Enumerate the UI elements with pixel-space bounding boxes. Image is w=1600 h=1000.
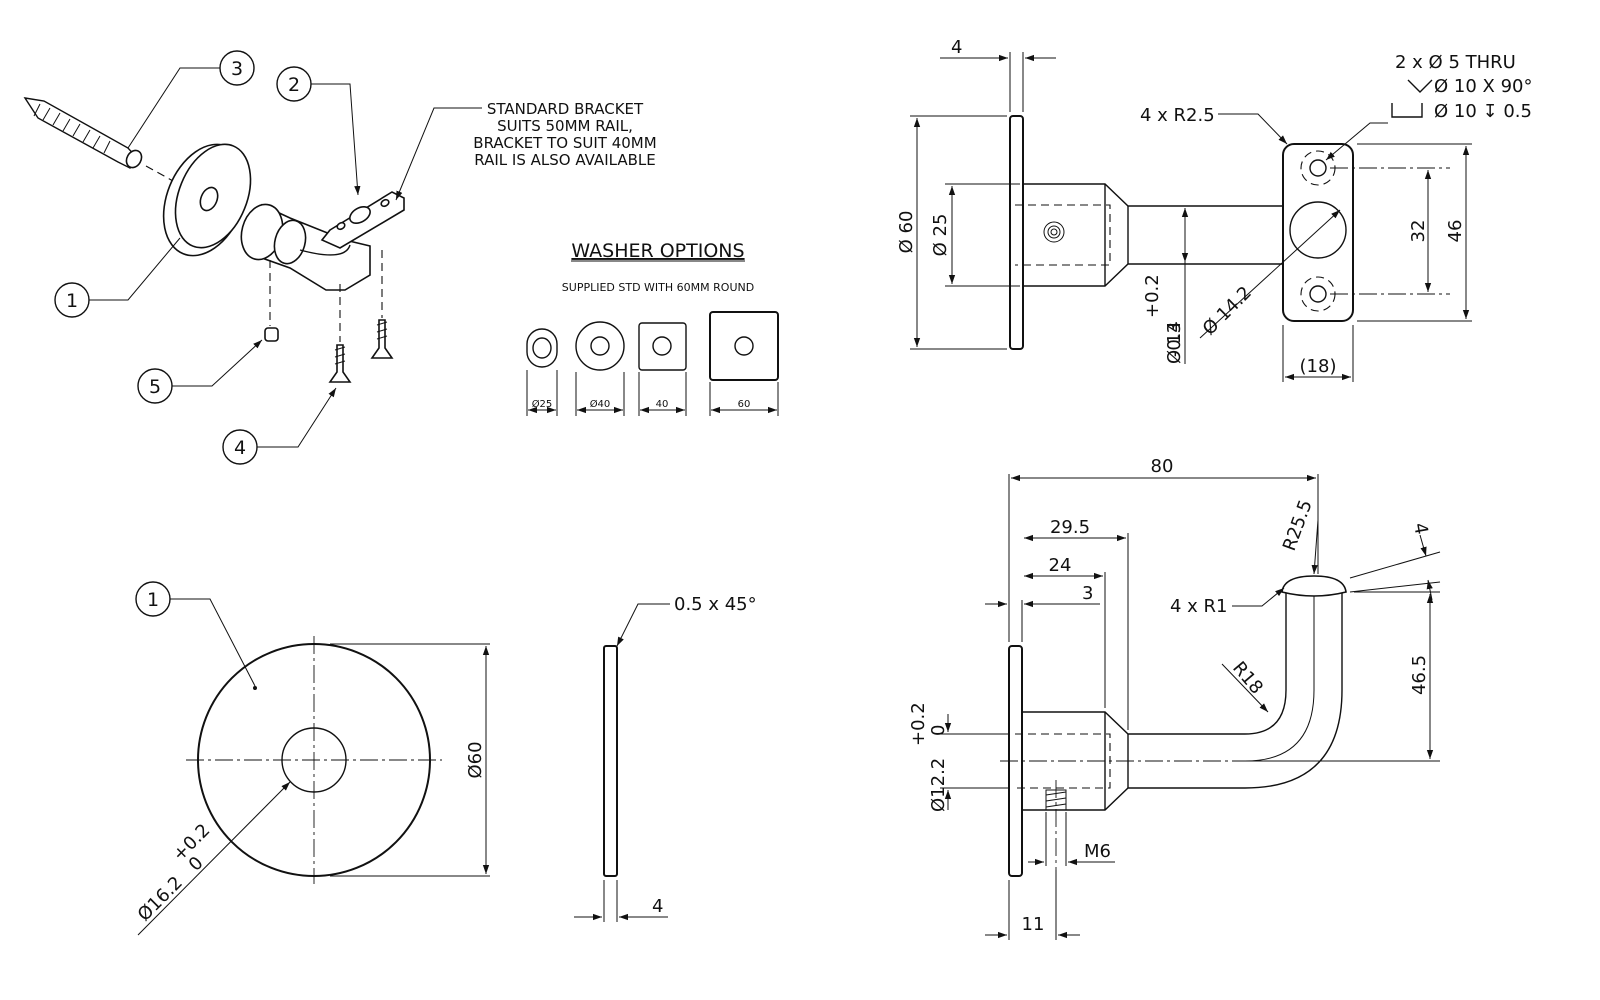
- round-washer: [162, 143, 252, 257]
- svg-text:Ø 14: Ø 14: [1164, 321, 1185, 364]
- svg-text:Ø 10 X 90°: Ø 10 X 90°: [1434, 76, 1532, 97]
- top-view: 4 Ø 60 Ø 25 Ø 14 +0.2 -0.3 Ø 14.2 4 x R2…: [896, 37, 1532, 382]
- svg-text:Ø 14.2: Ø 14.2: [1199, 282, 1256, 339]
- svg-text:0: 0: [185, 853, 208, 876]
- svg-text:4 x R2.5: 4 x R2.5: [1140, 105, 1215, 126]
- svg-text:Ø16.2: Ø16.2: [134, 872, 187, 925]
- svg-text:4: 4: [1409, 521, 1432, 536]
- svg-text:M6: M6: [1084, 841, 1111, 862]
- bracket: [240, 191, 405, 291]
- svg-text:1: 1: [66, 290, 78, 312]
- svg-text:46.5: 46.5: [1409, 655, 1430, 695]
- exploded-view: 3 2 1 5 4 STANDARD BRACKET SUITS 50MM R: [23, 50, 657, 465]
- svg-text:2 x Ø 5 THRU: 2 x Ø 5 THRU: [1395, 52, 1516, 73]
- svg-text:Ø 60: Ø 60: [896, 211, 917, 254]
- hole-callout: 2 x Ø 5 THRU Ø 10 X 90° Ø 10 ↧ 0.5: [1325, 52, 1532, 161]
- svg-text:0: 0: [928, 725, 949, 736]
- svg-text:4: 4: [951, 37, 962, 58]
- svg-text:R18: R18: [1228, 658, 1267, 699]
- svg-text:60: 60: [738, 399, 751, 410]
- svg-text:3: 3: [231, 58, 243, 80]
- svg-text:2: 2: [288, 74, 300, 96]
- coach-screw: [23, 97, 241, 219]
- wood-screw-right: [370, 250, 394, 359]
- svg-text:(18): (18): [1300, 356, 1337, 377]
- washer-detail: 1 Ø60 Ø16.2 +0.2 0 0.5 x 45° 4: [134, 581, 757, 936]
- svg-text:4 x R1: 4 x R1: [1170, 596, 1228, 617]
- svg-text:Ø25: Ø25: [532, 398, 553, 410]
- svg-text:SUITS 50MM RAIL,: SUITS 50MM RAIL,: [497, 117, 633, 135]
- svg-text:46: 46: [1445, 220, 1466, 243]
- svg-text:4: 4: [234, 437, 246, 459]
- svg-text:3: 3: [1082, 583, 1093, 604]
- svg-text:Ø 25: Ø 25: [930, 214, 951, 257]
- svg-text:11: 11: [1022, 914, 1045, 935]
- svg-text:Ø 10 ↧ 0.5: Ø 10 ↧ 0.5: [1434, 101, 1532, 122]
- balloon-4: 4: [222, 387, 337, 465]
- svg-text:-0.3: -0.3: [1164, 322, 1185, 357]
- balloon-5: 5: [137, 339, 263, 404]
- washer-options-subtitle: SUPPLIED STD WITH 60MM ROUND: [562, 281, 754, 294]
- svg-text:24: 24: [1049, 555, 1072, 576]
- svg-text:STANDARD BRACKET: STANDARD BRACKET: [487, 100, 644, 118]
- grub-screw: [264, 260, 279, 342]
- svg-text:1: 1: [147, 589, 159, 611]
- svg-text:Ø40: Ø40: [590, 398, 611, 410]
- svg-text:29.5: 29.5: [1050, 517, 1090, 538]
- washer-options: WASHER OPTIONS SUPPLIED STD WITH 60MM RO…: [526, 240, 779, 416]
- svg-text:+0.2: +0.2: [908, 702, 929, 746]
- svg-text:BRACKET TO SUIT 40MM: BRACKET TO SUIT 40MM: [473, 134, 656, 152]
- svg-text:80: 80: [1151, 456, 1174, 477]
- washer-options-title: WASHER OPTIONS: [571, 240, 744, 262]
- balloon-2: 2: [276, 66, 361, 196]
- svg-text:4: 4: [652, 896, 663, 917]
- bracket-note: STANDARD BRACKET SUITS 50MM RAIL, BRACKE…: [395, 100, 657, 201]
- svg-text:RAIL IS ALSO AVAILABLE: RAIL IS ALSO AVAILABLE: [474, 151, 655, 169]
- svg-text:0.5 x 45°: 0.5 x 45°: [674, 594, 757, 615]
- svg-text:Ø60: Ø60: [465, 741, 486, 778]
- balloon-3: 3: [127, 50, 255, 149]
- svg-text:40: 40: [656, 399, 669, 410]
- svg-text:32: 32: [1408, 220, 1429, 243]
- svg-text:5: 5: [149, 376, 161, 398]
- wood-screw-left: [328, 284, 352, 383]
- side-view: 80 29.5 24 3 R25.5 4 x R1 4 46.5 R18: [908, 456, 1441, 940]
- balloon-1: 1: [54, 237, 181, 318]
- svg-text:R25.5: R25.5: [1279, 497, 1317, 554]
- svg-text:+0.2: +0.2: [1142, 274, 1163, 318]
- svg-text:Ø12.2: Ø12.2: [928, 758, 949, 812]
